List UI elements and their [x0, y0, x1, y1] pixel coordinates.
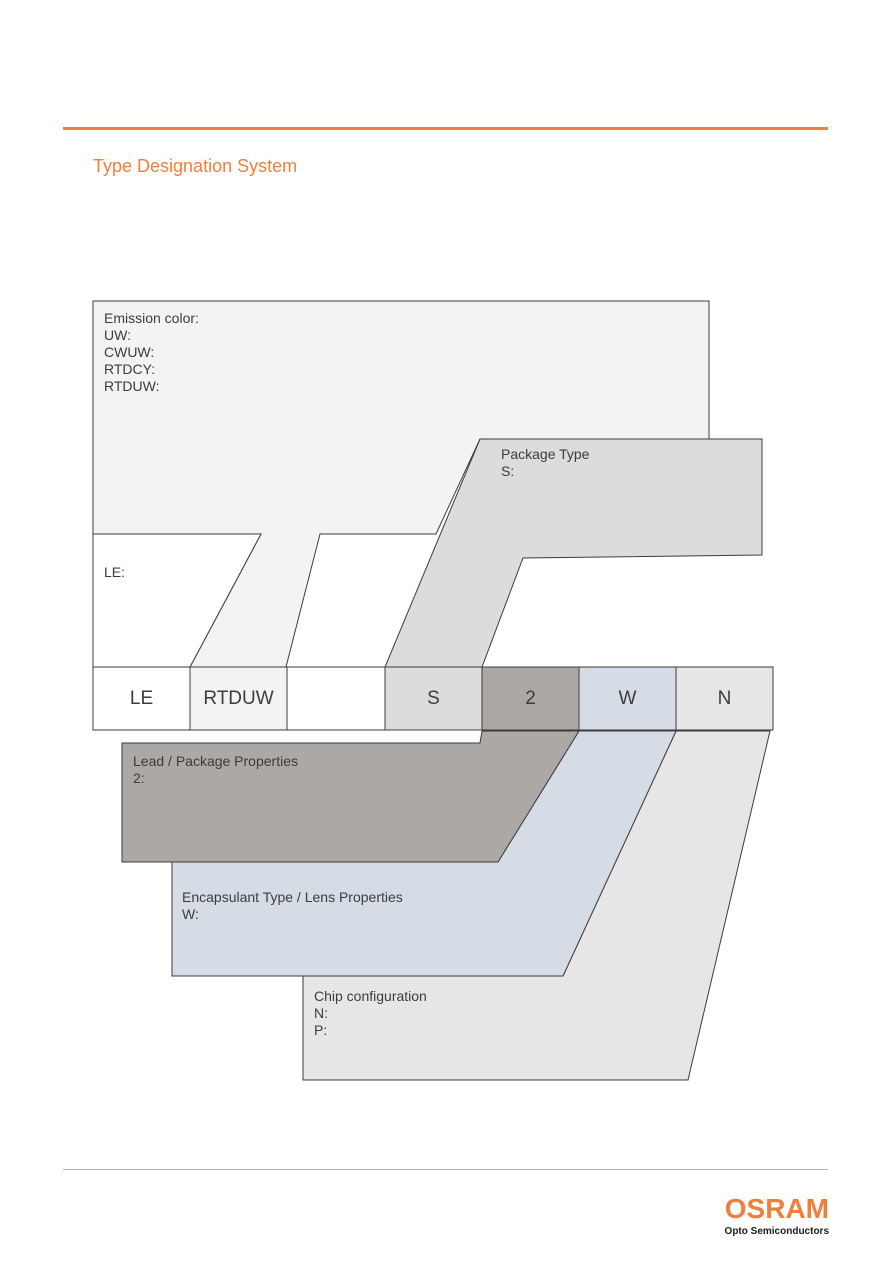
code-cell-rtduw: [189, 666, 288, 731]
code-cell-n: [675, 666, 774, 731]
lead-package-region: [121, 730, 580, 863]
emission-item: RTDUW:: [104, 378, 160, 394]
code-w: W: [618, 687, 637, 709]
code-le: LE: [129, 687, 154, 709]
emission-item: CWUW:: [104, 344, 155, 360]
code-cell-blank: [286, 666, 386, 731]
code-blank: [287, 667, 384, 730]
encapsulant-item: W:: [182, 906, 199, 922]
emission-item: RTDCY:: [104, 361, 156, 377]
code-n: N: [717, 687, 732, 709]
code-cell-s: [384, 666, 483, 731]
code-cell-2: [481, 666, 580, 731]
package-item: S:: [501, 463, 515, 479]
le-label: LE:: [104, 564, 126, 580]
code-cell-le: [92, 666, 191, 731]
osram-logo: OSRAM Opto Semiconductors: [713, 1193, 829, 1238]
logo-subtitle: Opto Semiconductors: [724, 1226, 829, 1237]
code-s: S: [427, 687, 440, 709]
chip-item: N:: [314, 1005, 328, 1021]
lead-heading: Lead / Package Properties: [133, 753, 298, 769]
emission-item: UW:: [104, 327, 131, 343]
code-rtduw: RTDUW: [203, 687, 274, 709]
encapsulant-heading: Encapsulant Type / Lens Properties: [182, 889, 403, 905]
bottom-rule: [63, 1169, 828, 1170]
page-title: Type Designation System: [93, 156, 298, 176]
package-heading: Package Type: [501, 446, 590, 462]
top-rule: [63, 127, 828, 130]
code-2: 2: [525, 687, 536, 709]
emission-heading: Emission color:: [104, 310, 199, 326]
code-cell-w: [578, 666, 677, 731]
chip-item: P:: [314, 1022, 328, 1038]
lead-item: 2:: [133, 770, 145, 786]
logo-wordmark: OSRAM: [724, 1193, 829, 1224]
chip-heading: Chip configuration: [314, 988, 427, 1004]
